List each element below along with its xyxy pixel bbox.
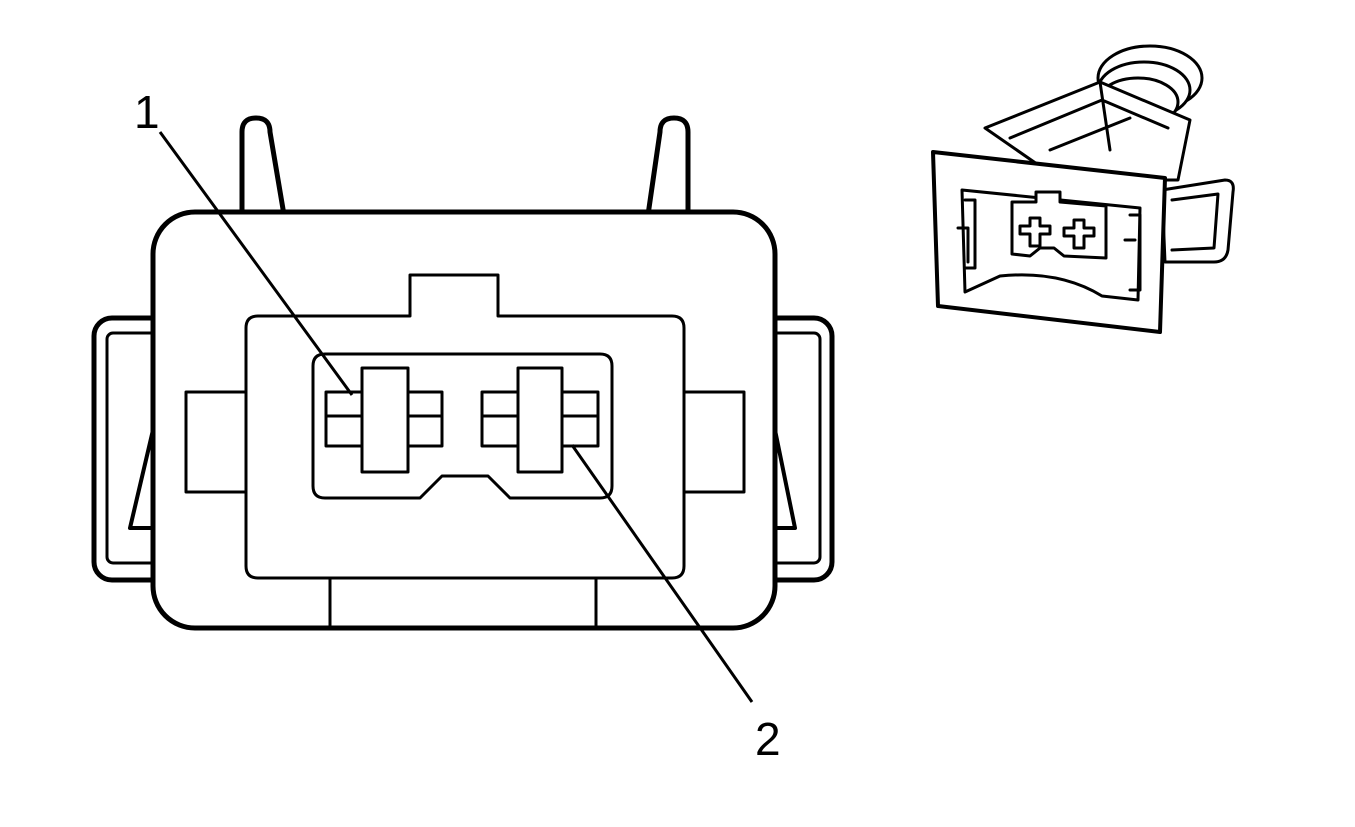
right-latch-wedge — [773, 428, 797, 530]
right-top-tab — [645, 115, 691, 218]
connector-face-view — [91, 115, 835, 631]
callout-1-leader — [158, 131, 354, 396]
connector-isometric-view — [931, 44, 1235, 334]
iso-terminal-2 — [1062, 218, 1096, 250]
iso-side-latch-inner — [1170, 192, 1220, 252]
callout-2-label: 2 — [755, 713, 781, 765]
terminal-1-detail — [324, 390, 444, 448]
terminal-2-detail — [480, 390, 600, 448]
callout-2-leader — [570, 444, 754, 703]
upper-housing-detail — [1008, 80, 1170, 152]
left-latch-wedge — [128, 428, 155, 530]
iso-right-guide — [1123, 213, 1142, 292]
callout-leaders — [158, 131, 754, 703]
callout-1-label: 1 — [134, 86, 160, 138]
right-window-slot — [680, 390, 746, 494]
left-top-tab — [239, 115, 287, 218]
left-window-slot — [184, 390, 250, 494]
iso-left-guide — [956, 198, 977, 270]
iso-terminal-1 — [1018, 216, 1052, 248]
